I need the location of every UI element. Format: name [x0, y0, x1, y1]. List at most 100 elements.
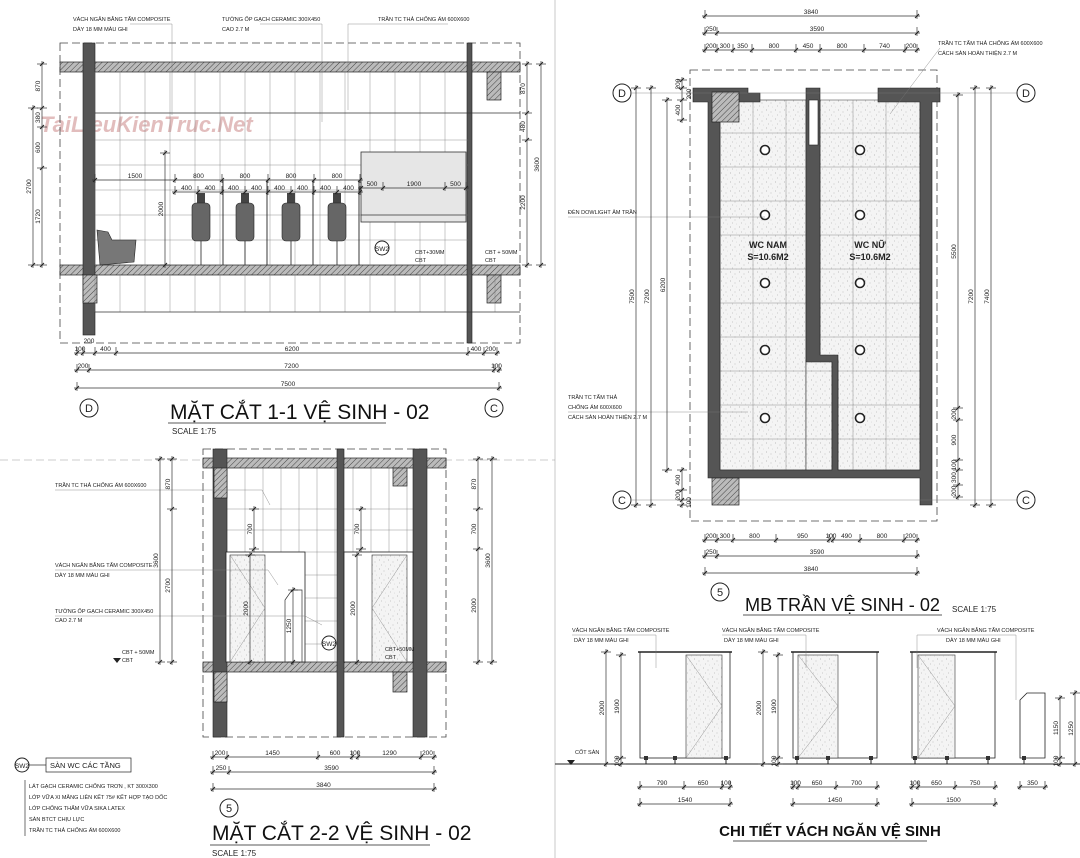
dimension-label: 5500: [951, 244, 958, 259]
dimension-tick: [760, 761, 766, 767]
downlight-icon: [854, 209, 866, 221]
dimension-tick: [727, 784, 733, 790]
drawing-scale: SCALE 1:75: [952, 605, 997, 614]
note: TRẦN TC TẤM THẢ: [568, 394, 618, 401]
dimension-label: 7200: [968, 289, 975, 304]
panel-leg: [644, 756, 648, 760]
dimension-tick: [679, 97, 685, 103]
urinal-valve: [333, 193, 341, 203]
partition-door: [685, 654, 723, 759]
dimension-label: 400: [675, 104, 682, 115]
dimension-tick: [914, 570, 920, 576]
beam: [486, 274, 502, 304]
dimension-tick: [679, 497, 685, 503]
urinal: [281, 202, 301, 242]
dimension-label: 250: [216, 765, 227, 772]
dimension-label: 2000: [756, 700, 763, 715]
sw2-tag-label: SW2: [375, 246, 389, 253]
dimension-tick: [603, 649, 609, 655]
dimension-tick: [475, 546, 481, 552]
dimension-label: 750: [970, 780, 981, 787]
note: CÁCH SÀN HOÀN THIỆN 2.7 M: [568, 413, 647, 421]
partition-panels: [638, 651, 1046, 764]
dimension-tick: [702, 537, 708, 543]
dimension-tick: [265, 189, 271, 195]
grid-bubble-5: [710, 582, 730, 602]
dimension-tick: [288, 189, 294, 195]
level-marker-icon: [567, 760, 575, 765]
dimension-tick: [418, 754, 424, 760]
grid-bubble-d: [79, 398, 99, 418]
panel-leg: [826, 756, 830, 760]
dimension-label: 1500: [946, 797, 961, 804]
door-swing: [229, 554, 266, 663]
dimension-tick: [74, 367, 80, 373]
urinal-screen-panel: [1019, 692, 1046, 759]
dimension-label: 700: [247, 523, 254, 534]
leader-line: [722, 634, 807, 668]
dimension-tick: [648, 85, 654, 91]
partition-door: [797, 654, 839, 759]
door-swing: [797, 654, 839, 759]
dimension-tick: [714, 537, 720, 543]
level-label: CBT + 50MM: [485, 250, 518, 256]
dimension-tick: [952, 784, 958, 790]
dimension-tick: [358, 185, 364, 191]
dimension-tick: [86, 367, 92, 373]
dimension-tick: [290, 587, 296, 593]
grid-label: C: [618, 495, 626, 507]
dimension-label: 870: [520, 83, 527, 94]
dimension-tick: [39, 165, 45, 171]
dimension-label: 400: [205, 185, 216, 192]
dimension-tick: [955, 92, 961, 98]
dimension-label: 1500: [128, 173, 143, 180]
partition-door: [917, 654, 956, 759]
dimension-tick: [1057, 755, 1063, 761]
grid-label: D: [85, 403, 93, 415]
dimension-tick: [30, 105, 36, 111]
dimension-label: 650: [812, 780, 823, 787]
note: VÁCH NGĂN BẰNG TẤM COMPOSITE: [73, 15, 171, 23]
beam: [82, 274, 98, 304]
toilet: [96, 229, 137, 266]
dimension-tick: [354, 552, 360, 558]
top-slab: [202, 457, 447, 469]
grid-label: 5: [226, 803, 232, 815]
dimension-tick: [311, 189, 317, 195]
dimension-label: 2700: [26, 179, 33, 194]
dimension-tick: [775, 761, 781, 767]
dimension-label: 100: [1053, 755, 1060, 766]
dimension-tick: [1072, 761, 1078, 767]
dimension-label: 3600: [534, 157, 541, 172]
dimension-tick: [251, 506, 257, 512]
downlight-icon: [759, 209, 771, 221]
grid-label: C: [1022, 495, 1030, 507]
dimension-tick: [760, 649, 766, 655]
dimension-tick: [793, 47, 799, 53]
dimension-label: 100: [826, 533, 837, 540]
dimension-label: 2000: [599, 700, 606, 715]
dimension-tick: [481, 350, 487, 356]
dimension-tick: [719, 784, 725, 790]
dimension-label: 7400: [984, 289, 991, 304]
urinal: [235, 202, 255, 242]
dimension-tick: [524, 110, 530, 116]
dimension-label: 6200: [660, 277, 667, 292]
note: CAO 2.7 M: [55, 618, 83, 624]
dimension-tick: [247, 552, 253, 558]
dimension-tick: [39, 124, 45, 130]
dimension-tick: [39, 61, 45, 67]
grid-bubble-c: [1016, 490, 1036, 510]
dimension-label: 500: [450, 181, 461, 188]
downlight-icon: [854, 277, 866, 289]
dimension-tick: [431, 769, 437, 775]
dimension-label: 100: [951, 459, 958, 470]
dimension-tick: [74, 350, 80, 356]
dimension-tick: [463, 185, 469, 191]
panel-leg: [724, 756, 728, 760]
level-label: CBT + 50MM: [122, 650, 155, 656]
dimension-tick: [955, 417, 961, 423]
downlight-icon: [759, 277, 771, 289]
dimension-label: 100: [350, 750, 361, 757]
